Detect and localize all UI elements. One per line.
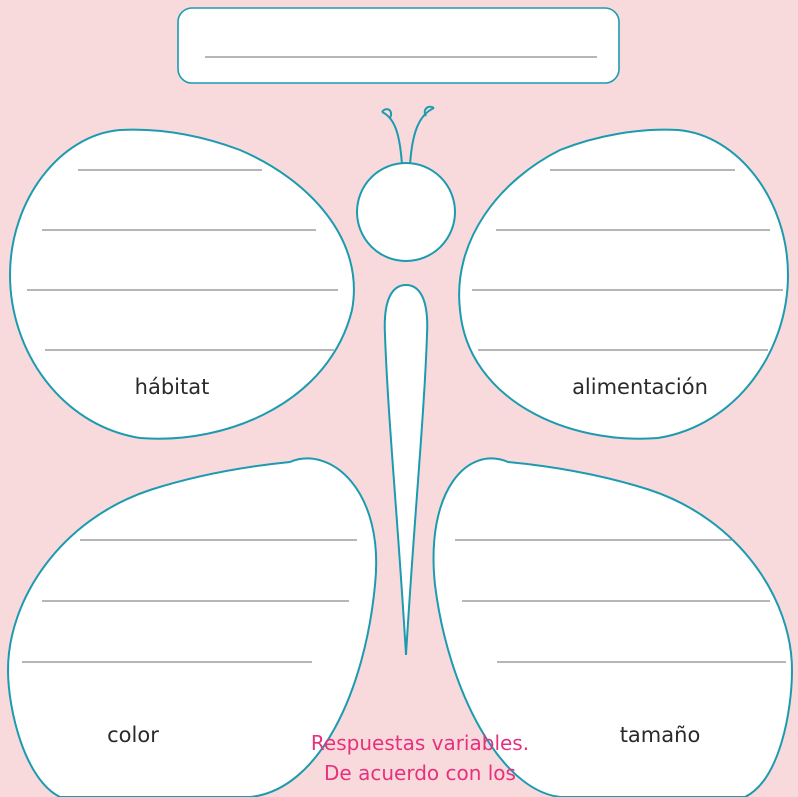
right-antenna [410, 108, 434, 165]
wing-label-habitat: hábitat [135, 375, 210, 399]
title-box [178, 8, 619, 83]
wing-label-color: color [107, 723, 159, 747]
title-box-frame [178, 8, 619, 83]
answer-note-line2: De acuerdo con los [324, 761, 516, 785]
left-antenna [382, 112, 402, 165]
wing-label-tamano: tamaño [620, 723, 701, 747]
butterfly-head [357, 163, 455, 261]
butterfly-abdomen [385, 285, 428, 655]
wing-label-alimentacion: alimentación [572, 375, 708, 399]
answer-note: Respuestas variables. De acuerdo con los [311, 731, 529, 785]
answer-note-line1: Respuestas variables. [311, 731, 529, 755]
wing-top-left: hábitat [10, 130, 354, 439]
wing-top-right: alimentación [459, 130, 788, 439]
